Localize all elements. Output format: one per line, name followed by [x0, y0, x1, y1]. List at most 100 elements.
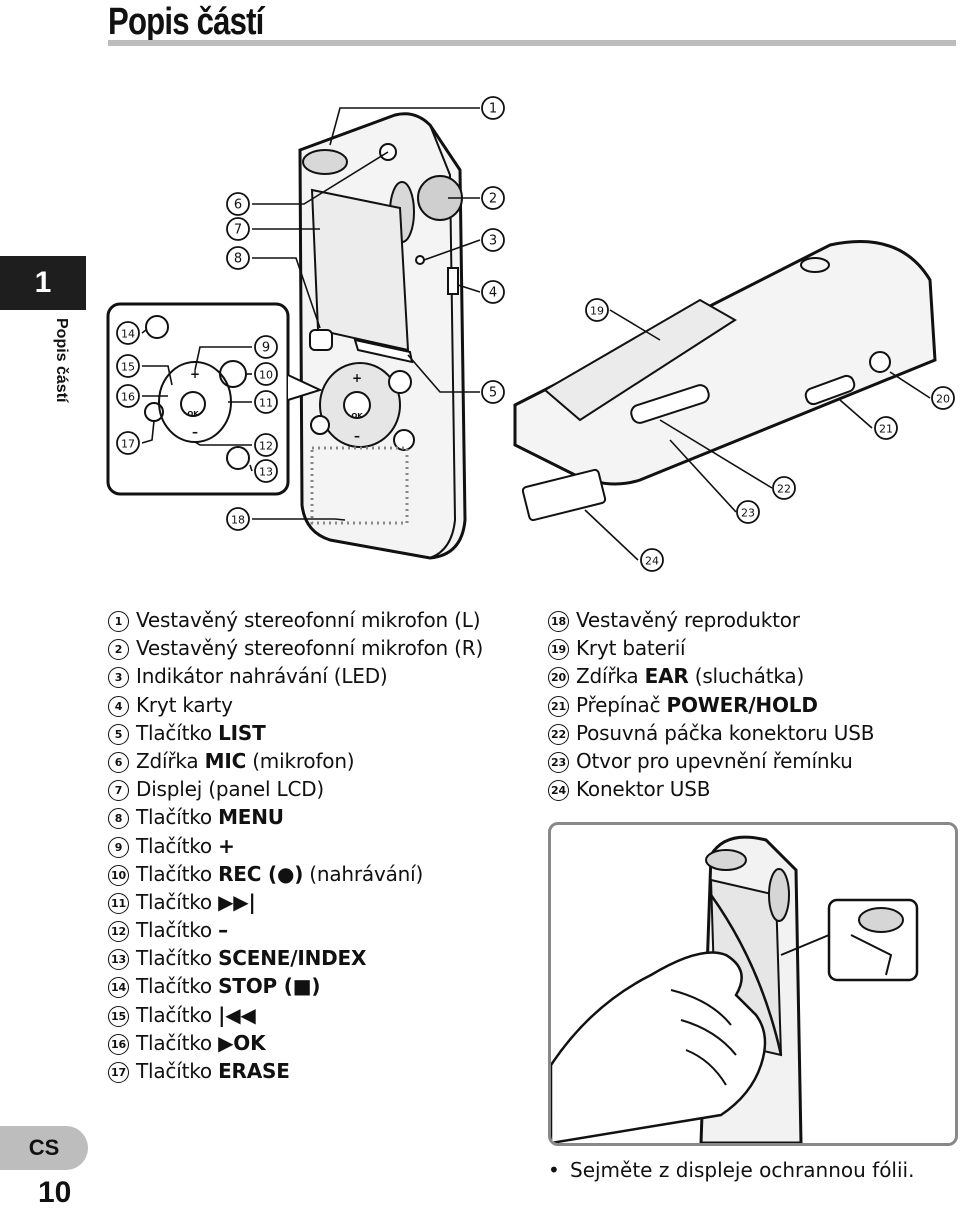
device-diagram: + – OK + – OK 12345678910111213141516171…	[106, 96, 955, 572]
callout-number: 14	[121, 328, 135, 341]
item-number: 9	[108, 836, 129, 858]
rec-led	[415, 255, 425, 265]
item-text: Konektor USB	[576, 777, 711, 802]
callout-number: 18	[231, 514, 245, 527]
callout-number: 12	[259, 440, 273, 453]
photo-inset	[548, 822, 958, 1146]
item-number: 24	[548, 780, 569, 802]
callout-circle	[254, 459, 278, 483]
item-text: Indikátor nahrávání (LED)	[136, 664, 388, 689]
callout-number: 6	[234, 198, 242, 213]
item-number: 17	[108, 1062, 129, 1083]
item-text: Tlačítko	[136, 861, 219, 886]
item-number: 1	[108, 611, 129, 632]
callout-circle	[585, 298, 609, 322]
callout-number: 4	[489, 286, 497, 301]
ok-button	[343, 391, 371, 419]
item-number: 2	[108, 639, 129, 661]
inset-ok-button	[180, 391, 206, 417]
callout-number: 8	[234, 252, 242, 267]
item-text: Tlačítko	[136, 1030, 219, 1055]
callout-number: 23	[741, 507, 755, 520]
erase-button	[310, 415, 330, 435]
film-sheet	[709, 894, 783, 1056]
callout-circle	[481, 380, 505, 404]
callout-circle	[226, 217, 250, 241]
callout-circle	[116, 431, 140, 455]
strap-hole	[800, 257, 830, 273]
callout-circle	[254, 433, 278, 457]
device-plus-label: +	[352, 371, 362, 385]
item-number: 5	[108, 723, 129, 745]
item-keyword: ▶▶|	[218, 889, 256, 914]
item-number: 16	[108, 1033, 129, 1055]
inset-plus-label: +	[190, 367, 200, 381]
detail-film-corner	[850, 934, 893, 976]
item-suffix: (nahrávání)	[303, 861, 424, 886]
item-number: 10	[108, 864, 129, 886]
speaker-grille	[310, 446, 409, 525]
item-text: Tlačítko	[136, 805, 219, 830]
page-title: Popis částí	[108, 1, 264, 43]
item-keyword: –	[218, 918, 228, 943]
item-keyword: STOP (■)	[218, 974, 321, 999]
item-text: Tlačítko	[136, 1059, 219, 1083]
callout-circle	[481, 228, 505, 252]
item-text: Přepínač	[576, 692, 667, 717]
callout-circle	[481, 96, 505, 120]
item-number: 13	[108, 949, 129, 971]
item-number: 12	[108, 921, 129, 943]
callout-number: 19	[590, 305, 604, 318]
item-keyword: EAR	[644, 664, 689, 689]
chapter-number: 1	[0, 256, 86, 310]
callout-circle	[116, 354, 140, 378]
parts-item: 8 Tlačítko MENU	[108, 803, 483, 831]
callout-circle	[226, 246, 250, 270]
item-text: Kryt karty	[136, 692, 233, 717]
card-cover	[447, 267, 459, 295]
item-text: Zdířka	[576, 664, 645, 689]
item-text: Vestavěný stereofonní mikrofon (L)	[136, 608, 481, 632]
item-number: 4	[108, 695, 129, 717]
film-removal-illustration	[551, 835, 919, 1143]
item-keyword: MENU	[218, 805, 284, 830]
item-text: Tlačítko	[136, 720, 219, 745]
note-bullet: •	[548, 1158, 560, 1182]
item-number: 3	[108, 667, 129, 689]
item-number: 21	[548, 695, 569, 717]
item-text: Zdířka	[136, 748, 205, 773]
item-number: 7	[108, 780, 129, 802]
callout-circle	[254, 390, 278, 414]
zoom-pointer	[287, 374, 323, 401]
hand	[551, 951, 767, 1143]
title-rule	[108, 40, 956, 46]
item-number: 8	[108, 808, 129, 830]
callout-number: 7	[234, 223, 242, 238]
note: •Sejměte z displeje ochrannou fólii.	[548, 1158, 914, 1182]
power-hold-switch	[804, 374, 856, 406]
item-text: Tlačítko	[136, 1002, 219, 1027]
callout-number: 15	[121, 361, 135, 374]
item-text: Vestavěný reproduktor	[576, 608, 800, 632]
item-number: 11	[108, 892, 129, 914]
callout-number: 3	[489, 234, 497, 249]
page-number: 10	[38, 1176, 72, 1209]
item-number: 20	[548, 667, 569, 689]
item-text: Displej (panel LCD)	[136, 777, 325, 802]
callout-number: 10	[259, 369, 273, 382]
callout-circle	[254, 335, 278, 359]
callout-number: 13	[259, 466, 273, 479]
chapter-label: Popis částí	[53, 318, 70, 403]
